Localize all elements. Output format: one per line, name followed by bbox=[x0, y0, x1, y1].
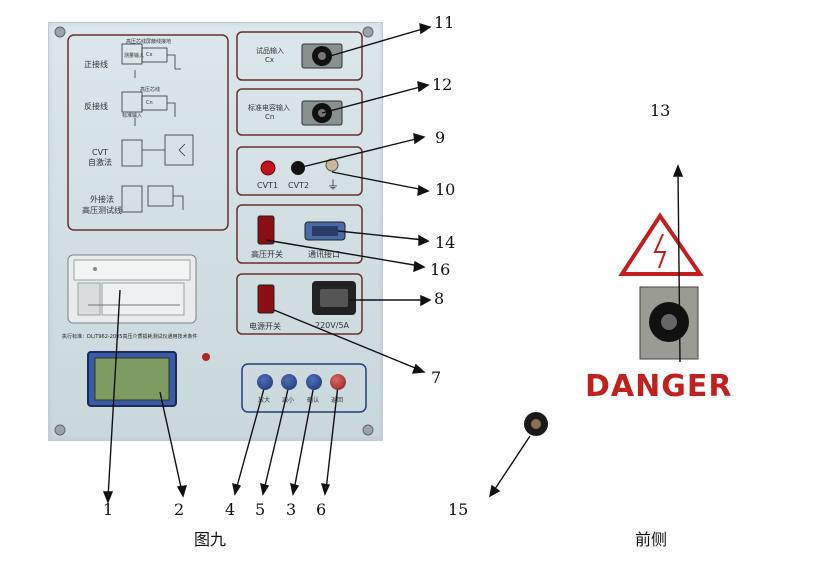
diagram-text: 高压芯线 bbox=[140, 87, 161, 93]
zoom-in-button[interactable] bbox=[257, 374, 273, 390]
diagram-text: Cx bbox=[146, 52, 153, 58]
power-switch-label: 电源开关 bbox=[249, 322, 281, 331]
wiring-mode-label: 外接法 高压测试线 bbox=[82, 195, 122, 215]
cn-frame bbox=[236, 88, 363, 136]
diagram-text: 标准输入 bbox=[122, 113, 143, 119]
standard-text: 执行标准：DL/T962-2005高压介质损耗测试仪通用技术条件 bbox=[62, 334, 198, 340]
diagram-text: 测量输入 bbox=[124, 53, 145, 59]
cx-frame bbox=[236, 31, 363, 81]
wiring-mode-label: 正接线 bbox=[84, 60, 108, 69]
callout-number: 10 bbox=[435, 180, 456, 199]
callout-number: 1 bbox=[103, 500, 114, 519]
indicator-led bbox=[202, 353, 210, 361]
callout-number: 5 bbox=[255, 500, 266, 519]
callout-number: 16 bbox=[430, 260, 451, 279]
cvt1-label: CVT1 bbox=[257, 181, 279, 190]
power-frame bbox=[236, 273, 363, 335]
hv-switch-icon bbox=[257, 215, 275, 245]
warning-triangle-icon bbox=[618, 212, 704, 276]
callout-number: 4 bbox=[225, 500, 236, 519]
callout-number: 2 bbox=[174, 500, 185, 519]
cn-input-sub: Cn bbox=[265, 113, 275, 121]
cvt-frame bbox=[236, 146, 363, 196]
callout-number: 12 bbox=[432, 75, 453, 94]
wiring-diagram-frame bbox=[67, 34, 229, 231]
callout-number: 7 bbox=[431, 368, 442, 387]
power-rating-label: 220V/5A bbox=[315, 321, 349, 330]
screw-icon bbox=[54, 26, 374, 436]
button-frame bbox=[241, 363, 367, 413]
button-label: 放大 bbox=[258, 397, 271, 404]
callout-lines bbox=[102, 23, 684, 504]
button-label: 返回 bbox=[331, 397, 344, 404]
cvt1-terminal-icon bbox=[260, 160, 276, 176]
thermal-printer bbox=[67, 254, 197, 324]
diagram-text: Cn bbox=[146, 100, 153, 106]
hv-switch-label: 高压开关 bbox=[251, 250, 283, 259]
figure-caption: 图九 bbox=[194, 530, 227, 549]
power-switch-icon bbox=[257, 284, 275, 314]
callout-number: 15 bbox=[448, 500, 469, 519]
danger-label: DANGER bbox=[585, 369, 733, 404]
figure-caption: 前侧 bbox=[635, 530, 668, 549]
callout-number: 3 bbox=[286, 500, 297, 519]
cvt2-label: CVT2 bbox=[288, 181, 310, 190]
wiring-mode-label: 反接线 bbox=[84, 102, 108, 111]
return-button[interactable] bbox=[330, 374, 346, 390]
lightning-icon bbox=[653, 233, 667, 269]
comm-port-label: 通讯接口 bbox=[308, 250, 340, 259]
cx-input-label: 试品输入 bbox=[256, 47, 284, 55]
zoom-out-button[interactable] bbox=[281, 374, 297, 390]
button-label: 减小 bbox=[282, 397, 295, 404]
callout-number: 8 bbox=[434, 289, 445, 308]
wiring-diagram-lines bbox=[121, 43, 194, 213]
callout-number: 9 bbox=[435, 128, 446, 147]
ground-symbol: ⏚ bbox=[327, 178, 340, 192]
cn-input-label: 标准电容输入 bbox=[248, 104, 290, 112]
diagram-text: 高压芯线屏蔽线接地 bbox=[126, 39, 172, 45]
lcd-display bbox=[87, 351, 177, 407]
callout-number: 13 bbox=[650, 101, 671, 120]
button-label: 确认 bbox=[307, 397, 320, 404]
callout-number: 14 bbox=[435, 233, 456, 252]
cx-input-sub: Cx bbox=[265, 56, 275, 64]
callout-number: 6 bbox=[316, 500, 327, 519]
confirm-button[interactable] bbox=[306, 374, 322, 390]
callout-number: 11 bbox=[434, 13, 455, 32]
wiring-mode-label: CVT 自激法 bbox=[88, 148, 112, 167]
